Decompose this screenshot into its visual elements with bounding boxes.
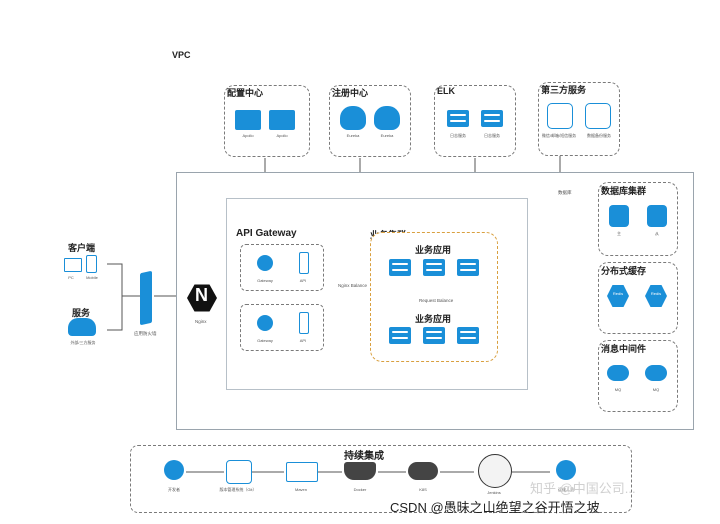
- pc-icon: [64, 258, 82, 272]
- developer-label: 开发者: [168, 487, 180, 492]
- cache-group: 分布式缓存 Redis Redis: [598, 262, 678, 334]
- jenkins-icon: [478, 454, 512, 488]
- redis-icon: [645, 285, 667, 307]
- maven-label: Maven: [294, 487, 307, 492]
- git-icon: [226, 460, 252, 484]
- log-server-icon: [447, 110, 469, 127]
- elk-group: ELK 日志服务 日志服务: [434, 85, 516, 157]
- third-party-label: 微信/邮箱/短信服务: [541, 133, 577, 138]
- app-server-icon: [389, 259, 411, 276]
- mobile-icon: [86, 255, 97, 273]
- eureka-label: Eureka: [346, 133, 360, 138]
- log-service-label: 日志服务: [484, 133, 500, 138]
- gateway-label: Gateway: [257, 338, 273, 343]
- mq-label: MQ: [614, 387, 622, 392]
- developer-icon: [164, 460, 184, 480]
- redis-label: Redis: [650, 291, 662, 296]
- maven-icon: [286, 462, 318, 482]
- third-party-group: 第三方服务 微信/邮箱/短信服务 数据备份服务: [538, 82, 620, 156]
- config-center-title: 配置中心: [227, 88, 264, 98]
- mobile-label: Mobile: [86, 275, 98, 280]
- third-party-title: 第三方服务: [541, 85, 587, 95]
- app-server-icon: [457, 259, 479, 276]
- app-server-icon: [423, 327, 445, 344]
- database-group: 数据库集群 主 从: [598, 182, 678, 256]
- mysql-icon: [647, 205, 667, 227]
- cache-title: 分布式缓存: [601, 266, 647, 276]
- cicd-group: [130, 445, 632, 513]
- business-app-title: 业务应用: [415, 245, 452, 255]
- firewall-icon: [140, 270, 152, 326]
- business-app-title: 业务应用: [415, 314, 452, 324]
- services-sub-label: 外部/三方服务: [70, 340, 96, 345]
- csdn-watermark: CSDN @愚昧之山绝望之谷开悟之坡: [390, 500, 600, 515]
- backup-service-icon: [585, 103, 611, 129]
- config-center-group: 配置中心 Apollo Apollo: [224, 85, 310, 157]
- gateway-icon: [257, 255, 273, 271]
- mq-title: 消息中间件: [601, 344, 647, 354]
- api-label: API: [299, 338, 307, 343]
- nginx-balance-label: Nginx Balance: [338, 283, 368, 288]
- git-label: 版本管理系统（Git）: [219, 487, 257, 492]
- api-icon: [299, 252, 309, 274]
- clients-title: 客户端: [68, 243, 96, 253]
- ops-icon: [556, 460, 576, 480]
- cicd-title: 持续集成: [344, 451, 384, 462]
- gateway-node: Gateway API: [240, 304, 324, 351]
- mysql-icon: [609, 205, 629, 227]
- third-party-label: 数据备份服务: [587, 133, 611, 138]
- firewall-label: 应用防火墙: [134, 331, 157, 336]
- services-title: 服务: [72, 308, 91, 318]
- db-replica-label: 从: [655, 231, 659, 236]
- k8s-label: K8S: [419, 487, 427, 492]
- mq-label: MQ: [652, 387, 660, 392]
- jenkins-label: Jenkins: [487, 490, 501, 495]
- nginx-label: Nginx: [195, 319, 207, 324]
- gateway-icon: [257, 315, 273, 331]
- mq-icon: [645, 365, 667, 381]
- nginx-icon: [187, 284, 217, 312]
- database-title: 数据库集群: [601, 186, 647, 196]
- app-server-icon: [457, 327, 479, 344]
- mq-group: 消息中间件 MQ MQ: [598, 340, 678, 412]
- nginx-letter: N: [195, 285, 208, 305]
- apollo-label: Apollo: [242, 133, 254, 138]
- cloud-service-icon: [68, 318, 96, 336]
- apollo-label: Apollo: [276, 133, 288, 138]
- apollo-icon: [235, 110, 261, 130]
- business-cluster-group: 业务应用 Request Balance 业务应用: [370, 232, 498, 362]
- ops-label: 运维人员: [558, 487, 574, 492]
- gateway-node: Gateway API: [240, 244, 324, 291]
- database-link-label: 数据库: [558, 190, 572, 195]
- wechat-sms-icon: [547, 103, 573, 129]
- api-label: API: [299, 278, 307, 283]
- log-service-label: 日志服务: [450, 133, 466, 138]
- mq-icon: [607, 365, 629, 381]
- eureka-cloud-icon: [374, 106, 400, 130]
- vpc-label: VPC: [172, 50, 191, 60]
- k8s-icon: [408, 462, 438, 480]
- api-gateway-title: API Gateway: [236, 228, 297, 239]
- log-server-icon: [481, 110, 503, 127]
- eureka-label: Eureka: [380, 133, 394, 138]
- redis-icon: [607, 285, 629, 307]
- elk-title: ELK: [437, 86, 455, 96]
- apollo-icon: [269, 110, 295, 130]
- docker-icon: [344, 462, 376, 480]
- redis-label: Redis: [612, 291, 624, 296]
- registry-center-title: 注册中心: [332, 88, 369, 98]
- zhihu-watermark: 知乎 @中国公司...: [530, 481, 636, 496]
- app-server-icon: [423, 259, 445, 276]
- api-icon: [299, 312, 309, 334]
- app-server-icon: [389, 327, 411, 344]
- db-primary-label: 主: [617, 231, 621, 236]
- registry-center-group: 注册中心 Eureka Eureka: [329, 85, 411, 157]
- gateway-label: Gateway: [257, 278, 273, 283]
- eureka-cloud-icon: [340, 106, 366, 130]
- pc-label: PC: [68, 275, 74, 280]
- docker-label: Docker: [353, 487, 367, 492]
- request-balance-label: Request Balance: [419, 298, 454, 303]
